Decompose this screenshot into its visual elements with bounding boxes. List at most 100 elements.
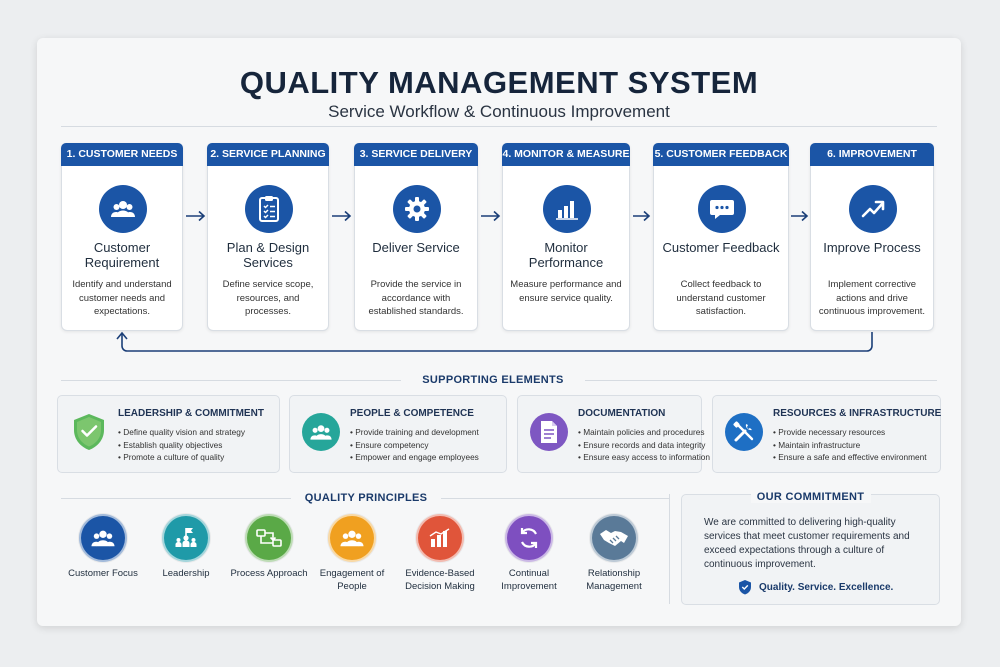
- gear-icon: [393, 185, 441, 233]
- support-resources-infrastructure: RESOURCES & INFRASTRUCTURE Provide neces…: [712, 395, 941, 473]
- support-title: LEADERSHIP & COMMITMENT: [118, 408, 264, 419]
- users-icon: [79, 514, 127, 562]
- cycle-arrows-icon: [505, 514, 553, 562]
- commitment-panel: OUR COMMITMENT We are committed to deliv…: [681, 491, 940, 605]
- step-description: Provide the service in accordance with e…: [368, 279, 464, 317]
- shield-check-icon: [70, 413, 108, 451]
- commitment-title: OUR COMMITMENT: [750, 491, 871, 503]
- support-bullet: Establish quality objectives: [118, 439, 245, 452]
- principles-divider-left: [61, 498, 291, 499]
- principle-label: Evidence-Based Decision Making: [405, 568, 475, 592]
- qms-board: QUALITY MANAGEMENT SYSTEM Service Workfl…: [37, 38, 961, 626]
- step-name: Plan & Design Services: [226, 240, 310, 270]
- support-bullet: Maintain policies and procedures: [578, 426, 710, 439]
- page-subtitle: Service Workflow & Continuous Improvemen…: [328, 102, 670, 121]
- principle-label: Leadership: [162, 568, 210, 579]
- supporting-elements-label: SUPPORTING ELEMENTS: [422, 374, 564, 386]
- support-bullet: Provide training and development: [350, 426, 479, 439]
- users-icon: [302, 413, 340, 451]
- principle-process-approach: Process Approach: [229, 514, 309, 581]
- users-icon: [99, 185, 147, 233]
- step-header: 4. MONITOR & MEASURE: [502, 143, 630, 166]
- arrow-right-icon: [481, 210, 501, 222]
- support-bullet: Promote a culture of quality: [118, 451, 245, 464]
- commitment-body: We are committed to delivering high-qual…: [704, 517, 910, 570]
- arrow-right-icon: [633, 210, 651, 222]
- step-description: Measure performance and ensure service q…: [510, 279, 622, 304]
- support-bullet: Ensure a safe and effective environment: [773, 451, 926, 464]
- step-name: Customer Requirement: [84, 240, 160, 270]
- document-icon: [530, 413, 568, 451]
- slogan-text: Quality. Service. Excellence.: [759, 581, 894, 593]
- step-header: 3. SERVICE DELIVERY: [354, 143, 478, 166]
- workflow-step-customer-feedback: 5. CUSTOMER FEEDBACK Customer Feedback C…: [653, 143, 789, 331]
- support-title: RESOURCES & INFRASTRUCTURE: [773, 408, 942, 419]
- support-bullet: Empower and engage employees: [350, 451, 479, 464]
- step-header: 1. CUSTOMER NEEDS: [61, 143, 183, 166]
- feedback-loop-arrow: [116, 331, 873, 352]
- supporting-divider-left: [61, 380, 401, 381]
- step-header: 5. CUSTOMER FEEDBACK: [653, 143, 789, 166]
- step-name: Customer Feedback: [662, 240, 780, 255]
- step-name: Monitor Performance: [528, 240, 604, 270]
- support-leadership-commitment: LEADERSHIP & COMMITMENT Define quality v…: [57, 395, 280, 473]
- support-bullets: Provide training and development Ensure …: [350, 426, 479, 464]
- principle-label: Continual Improvement: [501, 568, 557, 592]
- support-title: DOCUMENTATION: [578, 408, 666, 419]
- support-bullet: Define quality vision and strategy: [118, 426, 245, 439]
- people-group-icon: [328, 514, 376, 562]
- step-description: Collect feedback to understand customer …: [676, 279, 766, 317]
- support-bullet: Ensure competency: [350, 439, 479, 452]
- principle-label: Engagement of People: [319, 568, 385, 592]
- workflow-step-monitor-measure: 4. MONITOR & MEASURE Monitor Performance…: [502, 143, 630, 331]
- support-bullets: Define quality vision and strategy Estab…: [118, 426, 245, 464]
- support-people-competence: PEOPLE & COMPETENCE Provide training and…: [289, 395, 507, 473]
- principle-leadership: Leadership: [146, 514, 226, 581]
- arrow-right-icon: [791, 210, 809, 222]
- title-divider: [61, 126, 937, 127]
- clipboard-checklist-icon: [245, 185, 293, 233]
- arrow-right-icon: [186, 210, 206, 222]
- support-bullet: Maintain infrastructure: [773, 439, 927, 452]
- principles-divider-right: [441, 498, 669, 499]
- principle-label: Relationship Management: [586, 568, 642, 592]
- leader-flag-icon: [162, 514, 210, 562]
- step-description: Identify and understand customer needs a…: [72, 279, 172, 317]
- step-header: 2. SERVICE PLANNING: [207, 143, 329, 166]
- principle-label: Customer Focus: [68, 568, 138, 579]
- commitment-slogan: Quality. Service. Excellence.: [738, 579, 893, 595]
- support-bullets: Maintain policies and procedures Ensure …: [578, 426, 710, 464]
- principle-continual-improvement: Continual Improvement: [489, 514, 569, 593]
- support-bullets: Provide necessary resources Maintain inf…: [773, 426, 927, 464]
- step-name: Improve Process: [823, 240, 921, 255]
- principle-engagement-of-people: Engagement of People: [312, 514, 392, 593]
- principle-relationship-management: Relationship Management: [574, 514, 654, 593]
- bar-chart-icon: [416, 514, 464, 562]
- principle-customer-focus: Customer Focus: [63, 514, 143, 581]
- step-description: Implement corrective actions and drive c…: [818, 279, 926, 317]
- workflow-step-customer-needs: 1. CUSTOMER NEEDS Customer Requirement I…: [61, 143, 183, 331]
- step-description: Define service scope, resources, and pro…: [222, 279, 314, 317]
- support-bullet: Ensure records and data integrity: [578, 439, 710, 452]
- support-bullet: Provide necessary resources: [773, 426, 927, 439]
- support-title: PEOPLE & COMPETENCE: [350, 408, 474, 419]
- bar-chart-icon: [543, 185, 591, 233]
- principle-label: Process Approach: [230, 568, 308, 579]
- page-title: QUALITY MANAGEMENT SYSTEM: [239, 65, 759, 100]
- tools-icon: [725, 413, 763, 451]
- chat-bubble-icon: [698, 185, 746, 233]
- workflow-step-service-delivery: 3. SERVICE DELIVERY Deliver Service Prov…: [354, 143, 478, 331]
- arrow-right-icon: [332, 210, 352, 222]
- support-documentation: DOCUMENTATION Maintain policies and proc…: [517, 395, 710, 473]
- step-header: 6. IMPROVEMENT: [810, 143, 934, 166]
- quality-principles-label: QUALITY PRINCIPLES: [304, 492, 428, 504]
- handshake-icon: [590, 514, 638, 562]
- supporting-divider-right: [585, 380, 937, 381]
- process-flow-icon: [245, 514, 293, 562]
- principle-evidence-based-decision-making: Evidence-Based Decision Making: [395, 514, 485, 593]
- principles-commitment-separator: [669, 494, 670, 604]
- step-name: Deliver Service: [372, 240, 460, 255]
- workflow-step-improvement: 6. IMPROVEMENT Improve Process Implement…: [810, 143, 934, 331]
- shield-check-icon: [739, 580, 751, 595]
- workflow-step-service-planning: 2. SERVICE PLANNING Plan & Design Servic…: [207, 143, 329, 331]
